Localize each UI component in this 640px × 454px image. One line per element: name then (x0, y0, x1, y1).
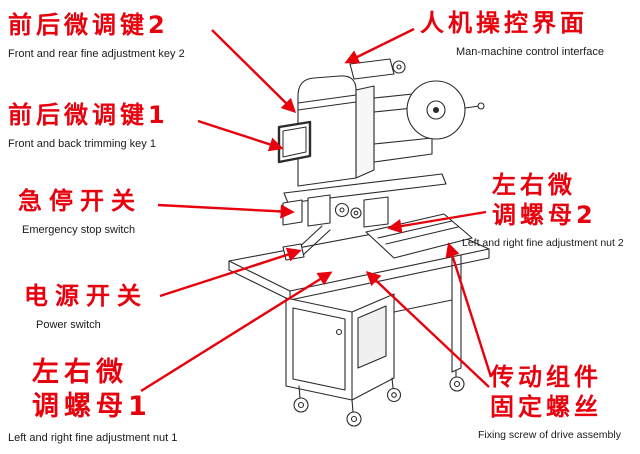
label-roll (406, 80, 485, 140)
callout-en-label: Power switch (36, 319, 101, 331)
callout-zh-label: 传动组件 固定螺丝 (490, 362, 621, 422)
callout-en-label: Front and back trimming key 1 (8, 138, 156, 150)
callout-zh-line1: 传动组件 (490, 363, 602, 391)
callout-hmi: 人机操控界面 Man-machine control interface (420, 8, 604, 58)
display-screen (277, 120, 312, 164)
callout-front-back-key-1: 前后微调键1 Front and back trimming key 1 (8, 100, 169, 150)
callout-en-label: Emergency stop switch (22, 224, 136, 236)
callout-zh-label: 前后微调键2 (8, 11, 169, 39)
callout-en-label: Man-machine control interface (456, 46, 604, 58)
callout-zh-line1: 左右微 (32, 357, 128, 388)
mechanism (282, 173, 473, 261)
arrow-drive-screw-b (445, 242, 493, 378)
cabinet (285, 293, 395, 401)
arrow-lr-nut-1 (140, 271, 333, 393)
callout-zh-label: 人机操控界面 (420, 9, 588, 37)
callout-en-label: Left and right fine adjustment nut 2 (462, 237, 624, 249)
arrow-front-back-key-1 (197, 119, 284, 152)
callout-drive-screw: 传动组件 固定螺丝 Fixing screw of drive assembly (478, 362, 621, 442)
table-leg-right (393, 251, 465, 392)
machine-body (277, 58, 485, 187)
arrow-lr-nut-2 (387, 210, 487, 234)
callout-zh-line2: 调螺母1 (32, 390, 152, 422)
arrow-hmi (344, 27, 415, 64)
callout-zh-line2: 调螺母2 (492, 201, 597, 229)
callout-zh-label: 急停开关 (18, 187, 142, 215)
callout-zh-label: 电源开关 (24, 282, 148, 310)
callout-zh-label: 左右微 调螺母1 (32, 356, 177, 424)
callout-arrows (140, 27, 493, 393)
callout-en-label: Left and right fine adjustment nut 1 (8, 431, 178, 444)
arrow-emergency-stop (157, 203, 295, 219)
callout-power-switch: 电源开关 Power switch (24, 281, 148, 331)
callout-zh-line1: 左右微 (492, 171, 576, 199)
door-handle (335, 328, 343, 336)
callout-zh-label: 左右微 调螺母2 (492, 170, 624, 230)
cabinet-door (292, 307, 346, 391)
arrow-front-rear-key-2 (211, 29, 297, 114)
cabinet-side-panel (357, 305, 387, 369)
callout-en-label: Front and rear fine adjustment key 2 (8, 48, 185, 60)
arrow-drive-screw-a (365, 271, 490, 388)
callout-zh-line2: 固定螺丝 (490, 393, 602, 421)
callout-en-label: Fixing screw of drive assembly (478, 429, 621, 441)
arrow-power-switch (159, 247, 302, 298)
callout-lr-nut-2: 左右微 调螺母2 Left and right fine adjustment … (462, 170, 624, 250)
caster-wheels (293, 377, 402, 427)
callout-zh-label: 前后微调键1 (8, 101, 169, 129)
callout-front-rear-key-2: 前后微调键2 Front and rear fine adjustment ke… (8, 10, 185, 60)
callout-lr-nut-1: 左右微 调螺母1 Left and right fine adjustment … (8, 356, 177, 444)
callout-emergency-stop: 急停开关 Emergency stop switch (18, 186, 142, 236)
